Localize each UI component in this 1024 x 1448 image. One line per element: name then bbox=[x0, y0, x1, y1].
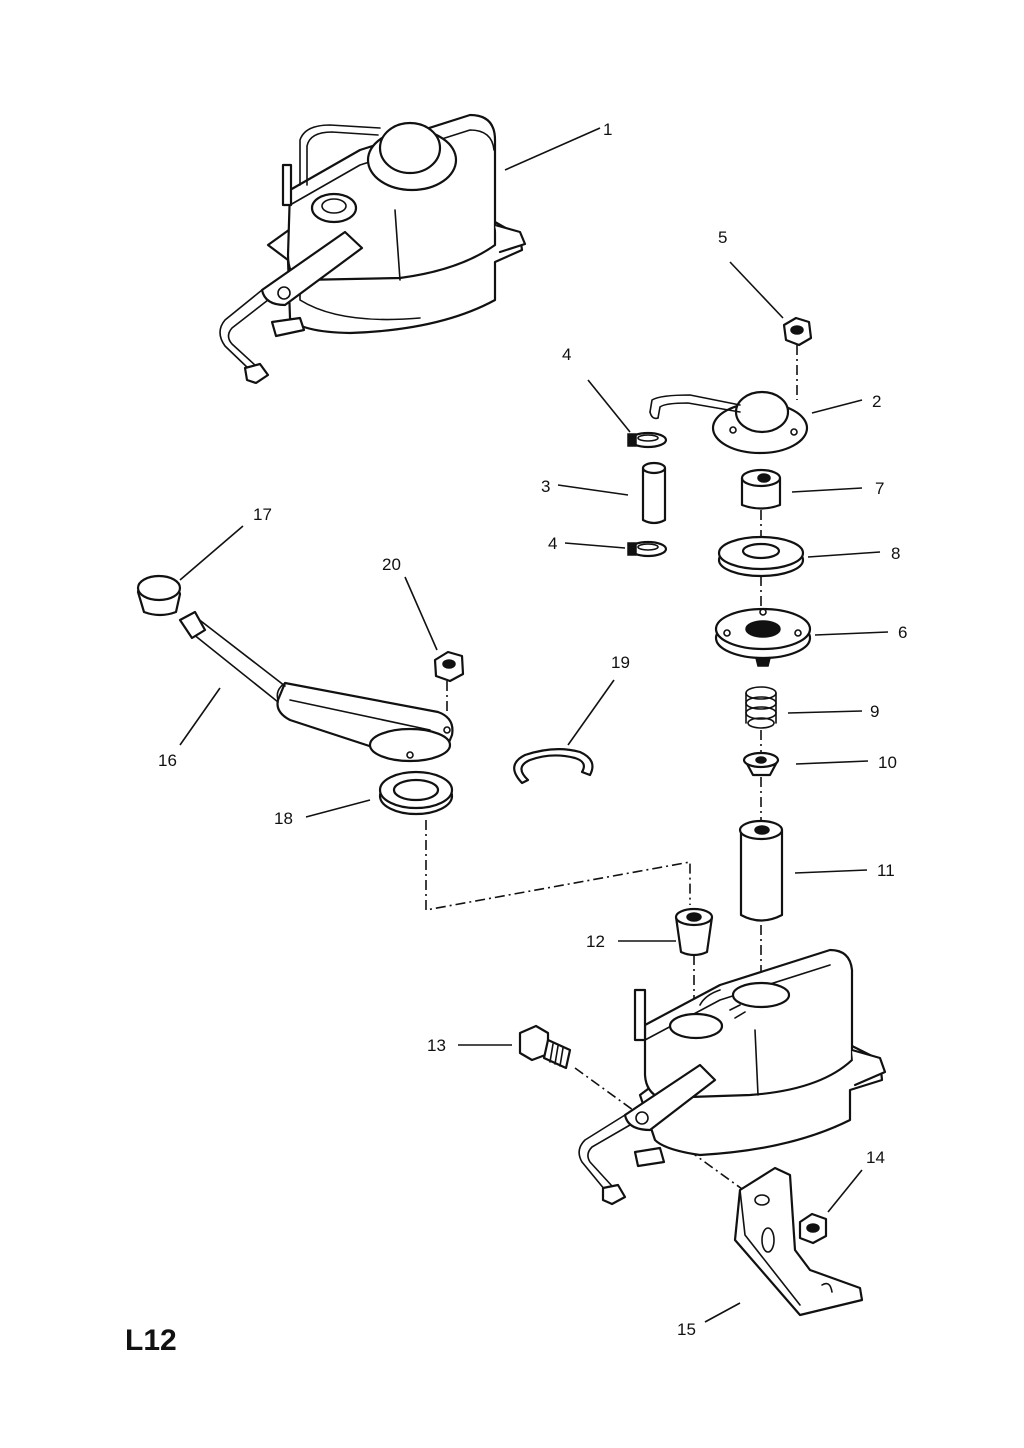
part-6-flange-plate bbox=[714, 607, 812, 667]
callout-14: 14 bbox=[866, 1148, 885, 1167]
callout-13: 13 bbox=[427, 1036, 446, 1055]
part-2-cap-with-tube bbox=[649, 390, 809, 455]
page-code: L12 bbox=[125, 1324, 177, 1357]
part-17-cap bbox=[136, 574, 182, 617]
callout-4-lower: 4 bbox=[548, 534, 557, 553]
callout-4-upper: 4 bbox=[562, 345, 571, 364]
part-18-seal-ring bbox=[378, 770, 454, 816]
callout-1: 1 bbox=[603, 120, 612, 139]
callout-19: 19 bbox=[611, 653, 630, 672]
part-20-nut bbox=[433, 650, 465, 683]
callout-9: 9 bbox=[870, 702, 879, 721]
callout-3: 3 bbox=[541, 477, 550, 496]
part-4-hose-clip-lower bbox=[627, 540, 668, 558]
part-8-washer bbox=[717, 535, 805, 578]
reservoir-body bbox=[578, 948, 887, 1206]
callout-7: 7 bbox=[875, 479, 884, 498]
part-15-bracket bbox=[733, 1166, 864, 1317]
callout-2: 2 bbox=[872, 392, 881, 411]
part-10-valve-cup bbox=[742, 751, 780, 777]
callout-5: 5 bbox=[718, 228, 727, 247]
callout-20: 20 bbox=[382, 555, 401, 574]
callout-11: 11 bbox=[877, 861, 895, 880]
part-5-nut bbox=[782, 316, 813, 347]
part-1-reservoir-assembly bbox=[219, 113, 527, 385]
callout-8: 8 bbox=[891, 544, 900, 563]
part-7-grommet bbox=[740, 468, 782, 510]
part-9-spring bbox=[745, 686, 777, 729]
part-16-filler-tube bbox=[178, 610, 454, 763]
leader-lines bbox=[179, 127, 889, 1323]
callout-labels: 1 2 3 4 4 5 6 7 8 9 10 11 12 13 14 15 16… bbox=[158, 120, 907, 1339]
callout-18: 18 bbox=[274, 809, 293, 828]
callout-15: 15 bbox=[677, 1320, 696, 1339]
part-12-bushing bbox=[674, 907, 714, 957]
callout-17: 17 bbox=[253, 505, 272, 524]
callout-6: 6 bbox=[898, 623, 907, 642]
part-13-bolt bbox=[518, 1024, 572, 1070]
callout-16: 16 bbox=[158, 751, 177, 770]
part-19-circlip bbox=[513, 748, 594, 785]
callout-10: 10 bbox=[878, 753, 897, 772]
part-4-hose-clip-upper bbox=[627, 431, 668, 449]
part-3-hose bbox=[641, 461, 667, 525]
part-11-sleeve bbox=[738, 819, 784, 922]
part-14-nut bbox=[798, 1212, 828, 1245]
callout-12: 12 bbox=[586, 932, 605, 951]
